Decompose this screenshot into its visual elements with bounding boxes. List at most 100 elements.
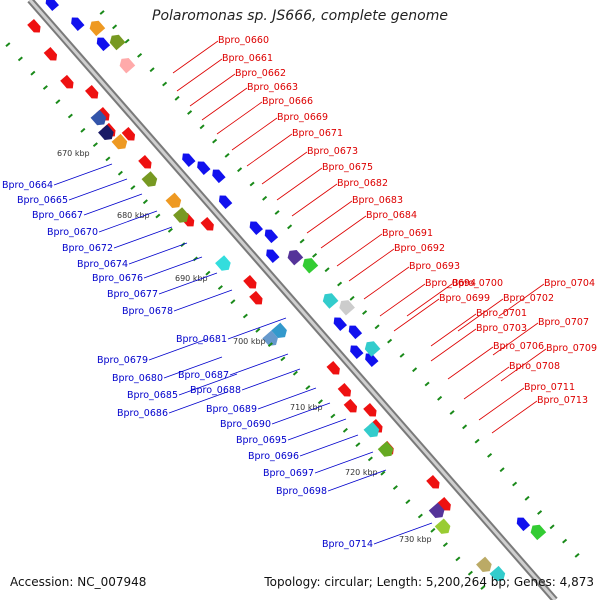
scale-tick — [42, 85, 48, 90]
reverse-label-line — [163, 356, 223, 379]
scale-tick — [262, 195, 268, 201]
forward-gene — [363, 402, 377, 417]
scale-tick — [17, 56, 23, 62]
forward-label-line — [393, 298, 440, 332]
scale-tick — [330, 413, 336, 419]
forward-gene — [271, 322, 287, 339]
scale-tick — [67, 113, 73, 119]
forward-label-line — [231, 117, 278, 151]
forward-gene-label: Bpro_0663 — [247, 82, 298, 93]
reverse-gene — [45, 0, 59, 12]
reverse-gene — [71, 17, 85, 32]
scale-tick — [155, 213, 161, 219]
reverse-gene — [364, 341, 381, 357]
reverse-gene-label: Bpro_0664 — [2, 180, 53, 191]
reverse-gene — [287, 249, 304, 266]
reverse-gene-label: Bpro_0689 — [206, 404, 257, 415]
scale-tick — [137, 53, 143, 58]
reverse-gene-label: Bpro_0674 — [77, 259, 128, 270]
forward-label-line — [348, 248, 395, 282]
scale-tick — [442, 542, 448, 547]
forward-gene — [426, 474, 440, 489]
forward-gene-label: Bpro_0673 — [307, 146, 358, 157]
forward-label-line — [276, 167, 323, 201]
scale-tick — [267, 342, 273, 347]
reverse-gene — [266, 249, 280, 264]
scale-tick — [574, 553, 580, 558]
forward-gene — [262, 330, 278, 346]
forward-gene — [90, 109, 107, 126]
reverse-label-line — [168, 391, 228, 414]
forward-gene-label: Bpro_0704 — [544, 278, 595, 289]
scale-tick — [224, 153, 230, 158]
reverse-label-line — [241, 368, 301, 391]
reverse-gene — [516, 517, 531, 532]
forward-gene — [165, 192, 182, 209]
scale-tick — [187, 110, 193, 115]
scale-tick — [512, 481, 518, 487]
scale-tick — [412, 367, 418, 373]
genome-backbone-highlight — [28, 0, 557, 600]
scale-tick — [392, 485, 398, 490]
reverse-label-line — [98, 210, 158, 233]
scale-tick — [167, 227, 173, 233]
reverse-gene — [249, 221, 263, 236]
reverse-label-line — [158, 272, 218, 295]
forward-label-line — [491, 400, 538, 434]
reverse-label-line — [83, 193, 143, 216]
reverse-gene-label: Bpro_0676 — [92, 273, 143, 284]
reverse-label-line — [299, 434, 359, 457]
forward-label-line — [201, 87, 248, 121]
reverse-gene — [109, 34, 126, 51]
forward-label-line — [430, 313, 477, 347]
forward-gene — [141, 171, 158, 187]
reverse-gene — [212, 169, 226, 184]
forward-gene — [363, 421, 380, 438]
forward-gene — [428, 502, 445, 519]
reverse-gene-label: Bpro_0686 — [117, 408, 168, 419]
reverse-gene — [89, 20, 106, 37]
scale-label: 730 kbp — [399, 535, 432, 544]
forward-gene — [337, 382, 352, 397]
scale-tick — [355, 442, 361, 447]
scale-label: 670 kbp — [57, 149, 90, 158]
reverse-label-line — [53, 163, 113, 186]
reverse-gene-label: Bpro_0672 — [62, 243, 113, 254]
reverse-gene — [119, 57, 136, 74]
forward-label-line — [492, 322, 539, 356]
forward-label-line — [447, 346, 494, 380]
scale-tick — [312, 253, 318, 258]
forward-gene-label: Bpro_0693 — [409, 261, 460, 272]
reverse-gene-label: Bpro_0688 — [190, 385, 241, 396]
scale-tick — [467, 570, 473, 576]
forward-label-line — [478, 387, 525, 421]
scale-tick — [474, 438, 480, 444]
reverse-gene-label: Bpro_0696 — [248, 451, 299, 462]
scale-tick — [112, 24, 118, 30]
forward-label-line — [379, 283, 426, 317]
scale-tick — [305, 385, 311, 390]
reverse-label-line — [143, 256, 203, 279]
scale-tick — [99, 10, 105, 15]
reverse-label-line — [227, 317, 287, 340]
scale-tick — [337, 281, 343, 287]
scale-tick — [537, 510, 543, 515]
scale-label: 700 kbp — [233, 337, 266, 346]
forward-label-line — [291, 183, 338, 217]
accession-text: Accession: NC_007948 — [10, 575, 147, 589]
forward-label-line — [463, 366, 510, 400]
forward-gene-label: Bpro_0669 — [277, 112, 328, 123]
scale-tick — [292, 370, 298, 376]
scale-tick — [162, 81, 168, 87]
scale-tick — [424, 381, 430, 387]
scale-tick — [299, 238, 305, 244]
map-title: Polaromonas sp. JS666, complete genome — [152, 8, 448, 24]
reverse-gene — [530, 524, 547, 541]
reverse-gene-label: Bpro_0690 — [220, 419, 271, 430]
forward-gene-label: Bpro_0662 — [235, 68, 286, 79]
scale-tick — [237, 167, 243, 173]
scale-tick — [130, 185, 136, 190]
forward-gene — [43, 46, 58, 61]
forward-gene — [138, 154, 152, 169]
reverse-gene-label: Bpro_0697 — [263, 468, 314, 479]
